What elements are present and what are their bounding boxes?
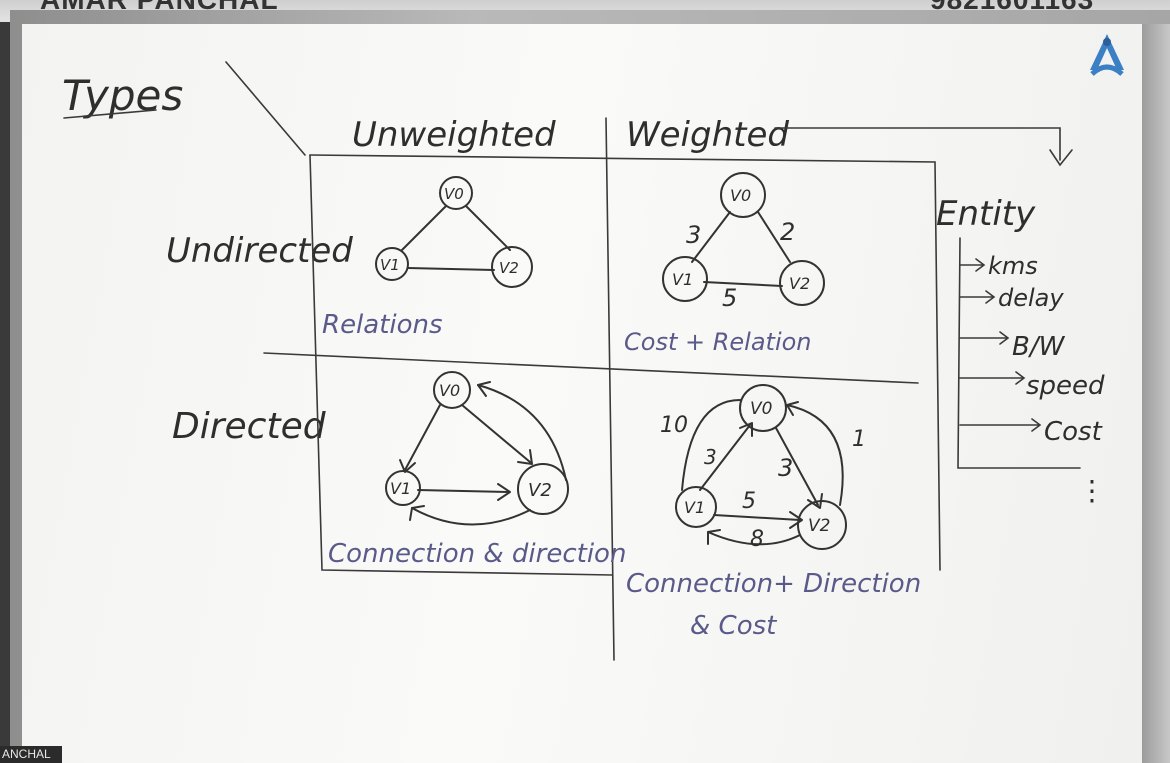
caption-connection-direction: Connection & direction xyxy=(328,539,626,569)
caption-cost-relation: Cost + Relation xyxy=(624,328,812,356)
node-v0: V0 xyxy=(439,381,460,400)
entity-item: delay xyxy=(998,284,1064,312)
node-v2: V2 xyxy=(499,259,519,277)
node-v1: V1 xyxy=(672,270,693,289)
column-unweighted: Unweighted xyxy=(352,115,556,155)
entity-title: Entity xyxy=(936,194,1036,234)
weight-v1-v0: 3 xyxy=(704,445,717,469)
weight-v1-v2: 5 xyxy=(742,489,756,514)
node-v2: V2 xyxy=(528,480,552,501)
graph-undirected-unweighted: V0 V1 V2 xyxy=(375,176,533,288)
grid-left-bottom xyxy=(309,154,613,576)
weight-v0-v1: 3 xyxy=(686,221,701,249)
title-underline xyxy=(63,109,157,119)
caption-connection-direction-cost-line2: & Cost xyxy=(690,611,777,641)
entity-item: kms xyxy=(988,252,1038,280)
column-weighted: Weighted xyxy=(626,115,789,155)
entity-item: Cost xyxy=(1044,417,1103,447)
weight-v1-v2: 5 xyxy=(722,284,737,312)
watermark: ANCHAL xyxy=(0,746,62,763)
title-connector xyxy=(225,61,306,156)
weight-v2-v0-outer: 1 xyxy=(852,427,866,452)
weight-v1-v0-outer: 10 xyxy=(660,413,688,438)
entity-more: ⋮ xyxy=(1078,474,1106,507)
node-v2: V2 xyxy=(808,516,830,536)
row-undirected: Undirected xyxy=(166,231,353,271)
weight-v2-v1: 8 xyxy=(750,527,764,552)
node-v1: V1 xyxy=(390,479,411,498)
board-edge xyxy=(1142,24,1170,763)
node-v1: V1 xyxy=(684,498,705,517)
row-directed: Directed xyxy=(172,406,327,447)
node-v0: V0 xyxy=(730,186,751,205)
caption-connection-direction-cost-line1: Connection+ Direction xyxy=(626,569,921,599)
arrowhead xyxy=(1049,149,1073,167)
grid-middle-horizontal xyxy=(263,352,919,384)
node-v0: V0 xyxy=(444,185,464,203)
graph-directed-unweighted: V0 V1 V2 xyxy=(385,371,569,526)
entity-item: B/W xyxy=(1012,332,1066,362)
node-v1: V1 xyxy=(380,256,400,274)
grid-top-right xyxy=(309,154,941,571)
node-v2: V2 xyxy=(789,274,810,293)
entity-list: kms delay B/W speed Cost ⋮ xyxy=(959,252,1106,507)
graph-undirected-weighted: V0 V1 V2 3 2 5 xyxy=(662,172,825,312)
entity-item: speed xyxy=(1026,371,1105,401)
graph-directed-weighted: V0 V1 V2 10 3 3 1 5 8 xyxy=(660,384,866,552)
weight-v0-v2: 3 xyxy=(778,454,793,482)
grid-middle-vertical xyxy=(605,117,615,661)
node-v0: V0 xyxy=(750,399,772,419)
entity-tree-trunk xyxy=(957,237,1081,469)
weighted-to-entity-arrow xyxy=(774,127,1061,161)
title-types: Types xyxy=(62,71,183,120)
logo-icon xyxy=(1090,34,1124,76)
whiteboard xyxy=(22,24,1142,763)
weight-v0-v2: 2 xyxy=(780,218,795,246)
caption-relations: Relations xyxy=(322,310,443,340)
